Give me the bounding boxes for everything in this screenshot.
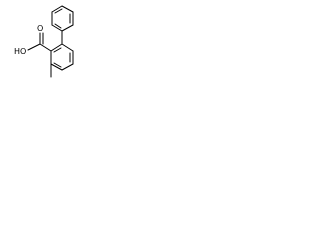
double-bond-inner (54, 8, 63, 14)
oxygen-label: O (37, 24, 43, 33)
carboxylic-acid-group: O HO (14, 24, 52, 56)
bond (50, 63, 63, 71)
bond (61, 5, 74, 13)
bond (61, 43, 74, 52)
benzene-ring-bottom (50, 43, 74, 71)
bond (39, 43, 52, 52)
chemical-structure-canvas: O HO (0, 0, 87, 102)
bond (61, 24, 74, 32)
double-bond-inner (53, 47, 62, 53)
bond (27, 43, 41, 51)
bond (51, 5, 63, 13)
structure-diagram: O HO (14, 5, 74, 78)
bond (61, 63, 74, 71)
bond (51, 24, 63, 32)
double-bond-inner (53, 62, 62, 68)
double-bond-inner (54, 23, 62, 29)
hydroxyl-label: HO (14, 47, 26, 56)
bond (50, 43, 63, 52)
phenyl-ring-top (51, 5, 74, 32)
